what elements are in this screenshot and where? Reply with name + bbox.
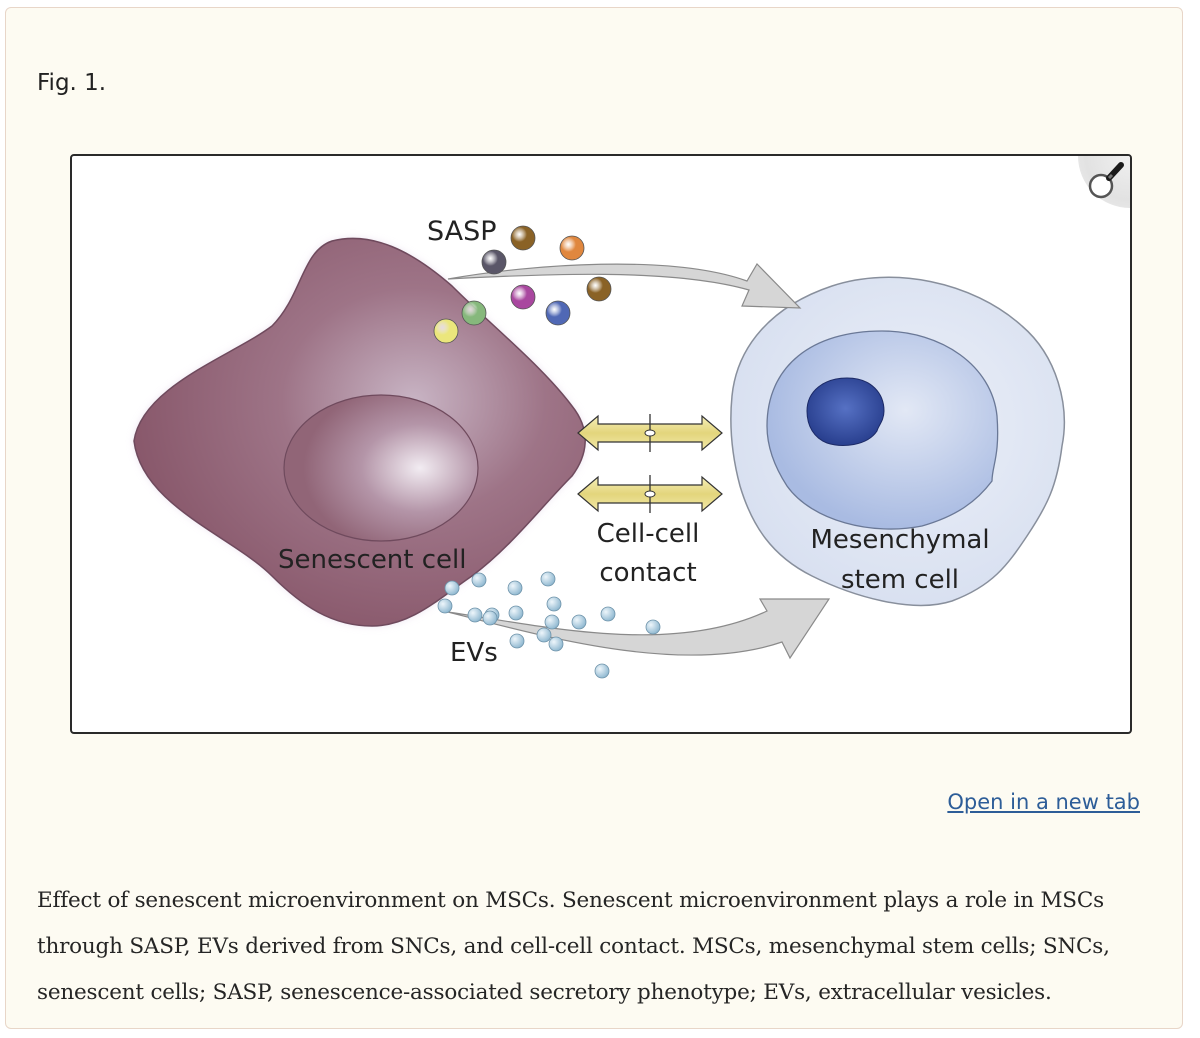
figure-image[interactable]: SASP Senescent cell Cell-cell contact Me… bbox=[70, 154, 1132, 734]
ev-vesicle bbox=[548, 636, 564, 652]
msc-label-line1: Mesenchymal bbox=[810, 525, 989, 555]
diagram-svg: SASP Senescent cell Cell-cell contact Me… bbox=[133, 216, 1065, 679]
senescent-cell-label: Senescent cell bbox=[278, 545, 467, 575]
sasp-particle-blue bbox=[545, 300, 571, 326]
cell-contact-junction-2 bbox=[577, 475, 723, 513]
figure-label: Fig. 1. bbox=[37, 70, 107, 96]
ev-vesicle bbox=[471, 572, 487, 588]
ev-vesicle bbox=[467, 607, 483, 623]
sasp-particle-brown-1 bbox=[510, 225, 536, 251]
ev-vesicle bbox=[544, 614, 560, 630]
figure-card: Fig. 1. bbox=[5, 7, 1183, 1029]
msc-nucleus bbox=[766, 330, 999, 530]
msc-nucleolus bbox=[806, 377, 885, 446]
sasp-arrow bbox=[447, 263, 802, 309]
cell-contact-junction-1 bbox=[577, 414, 723, 452]
sasp-particle-brown-2 bbox=[586, 276, 612, 302]
sasp-particles bbox=[433, 225, 612, 344]
ev-vesicle bbox=[536, 627, 552, 643]
magnifier-icon bbox=[1088, 162, 1124, 199]
evs-label: EVs bbox=[450, 638, 498, 668]
senescent-cell bbox=[133, 237, 586, 627]
ev-vesicle bbox=[482, 610, 498, 626]
cell-contact-label-line1: Cell-cell bbox=[597, 519, 700, 549]
ev-vesicle bbox=[437, 598, 453, 614]
sasp-particle-dark bbox=[481, 249, 507, 275]
ev-vesicle bbox=[444, 580, 460, 596]
open-in-new-tab-link[interactable]: Open in a new tab bbox=[947, 790, 1140, 814]
msc-label-line2: stem cell bbox=[841, 565, 959, 595]
sasp-label: SASP bbox=[427, 216, 497, 247]
cell-contact-label-line2: contact bbox=[599, 558, 696, 588]
sasp-particle-purple bbox=[510, 284, 536, 310]
ev-vesicle bbox=[508, 605, 524, 621]
sasp-particle-green bbox=[461, 300, 487, 326]
senescent-cell-nucleus bbox=[283, 394, 479, 542]
ev-arrow bbox=[447, 598, 831, 660]
mesenchymal-stem-cell bbox=[730, 276, 1065, 607]
sasp-particle-orange bbox=[559, 235, 585, 261]
ev-vesicle bbox=[600, 606, 616, 622]
ev-vesicle bbox=[571, 614, 587, 630]
ev-vesicle bbox=[509, 633, 525, 649]
figure-caption: Effect of senescent microenvironment on … bbox=[37, 888, 1110, 1005]
ev-particles bbox=[437, 571, 661, 679]
zoom-button[interactable] bbox=[1078, 156, 1130, 208]
ev-vesicle bbox=[546, 596, 562, 612]
sasp-particle-yellow bbox=[433, 318, 459, 344]
ev-vesicle bbox=[540, 571, 556, 587]
ev-vesicle bbox=[645, 619, 661, 635]
ev-vesicle bbox=[507, 580, 523, 596]
ev-vesicle bbox=[594, 663, 610, 679]
